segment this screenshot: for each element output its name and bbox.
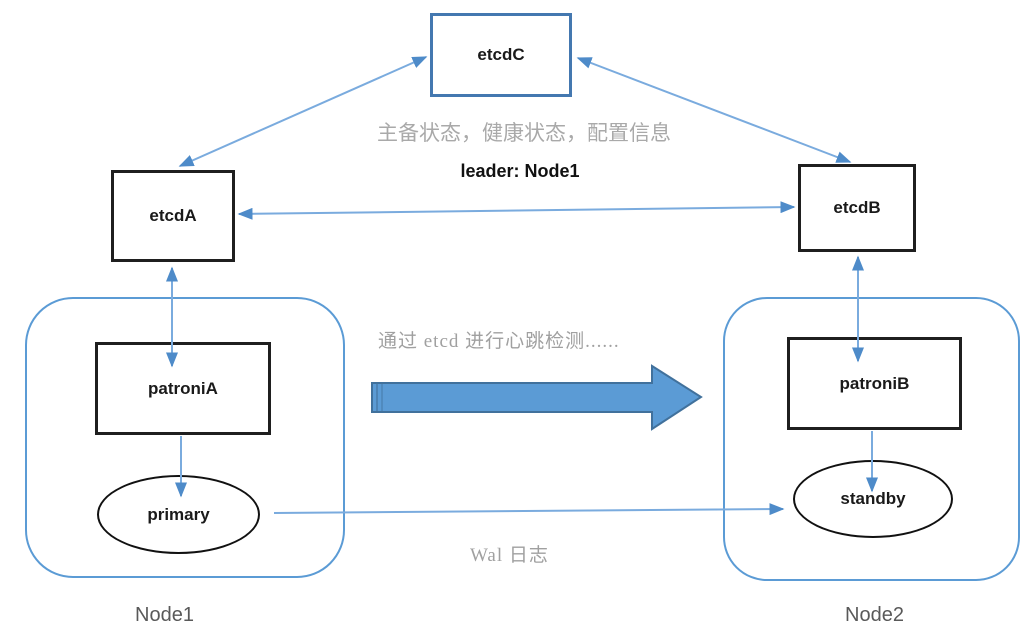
etcdc-label: etcdC [477, 45, 525, 64]
heartbeat-annotation: 通过 etcd 进行心跳检测...... [378, 331, 620, 352]
arrow-etcda-etcdb [237, 201, 796, 220]
etcdb-label: etcdB [833, 198, 881, 217]
node2-label: Node2 [845, 604, 904, 626]
patronia-label: patroniA [148, 378, 218, 398]
etcda-node: etcdA [111, 170, 235, 262]
standby-ellipse: standby [793, 460, 953, 538]
etcdb-node: etcdB [798, 164, 916, 252]
etcda-label: etcdA [149, 206, 197, 225]
standby-label: standby [840, 489, 906, 508]
etcdc-node: etcdC [430, 13, 572, 97]
node1-label: Node1 [135, 604, 194, 626]
heartbeat-block-arrow [371, 364, 703, 431]
primary-ellipse: primary [97, 475, 260, 554]
wal-log-annotation: Wal 日志 [470, 545, 549, 566]
arrow-etcda-etcdc [178, 56, 428, 167]
patronib-node: patroniB [787, 337, 962, 430]
patronib-label: patroniB [839, 373, 910, 393]
patronia-node: patroniA [95, 342, 271, 435]
primary-label: primary [147, 504, 210, 524]
etcd-status-annotation: 主备状态，健康状态，配置信息 [377, 122, 671, 145]
leader-annotation: leader: Node1 [460, 161, 580, 181]
arrow-primary-standby-wal [273, 503, 785, 516]
